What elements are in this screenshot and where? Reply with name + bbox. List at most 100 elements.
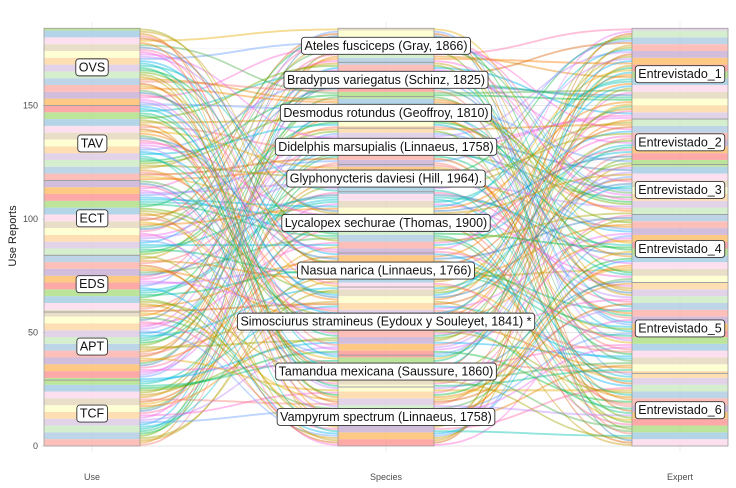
flow-species-expert [433,232,633,310]
stratum-label-box [236,312,536,331]
flow-use-species [139,155,339,433]
flow-species-expert [433,323,633,369]
flow-use-species [139,55,339,190]
flow-species-expert [433,55,633,292]
stratum-label: Lycalopex sechurae (Thomas, 1900) [281,213,491,232]
flow-species-expert [433,105,633,203]
stratum-band [338,337,434,344]
flow-species-expert [433,303,633,403]
flow-species-expert [433,94,633,101]
flow-use-species [139,132,339,378]
flow-species-expert [433,164,633,351]
flow-species-expert [433,87,633,294]
flow-use-species [139,287,339,337]
stratum-label-text: Entrevistado_4 [638,242,721,256]
flow-species-expert [433,182,633,299]
stratum-band [44,50,140,58]
flow-use-species [139,244,339,247]
flow-use-species [139,28,339,42]
stratum-band [632,350,728,358]
stratum-band [44,173,140,181]
stratum-band [44,262,140,269]
stratum-band [632,425,728,433]
stratum-label-box [634,319,726,338]
stratum-band [632,357,728,365]
stratum-band [44,371,140,378]
stratum-band [44,30,140,38]
flow-species-expert [433,178,633,299]
flow-use-species [139,185,339,385]
flow-species-expert [433,250,633,340]
stratum-label-box [279,103,493,122]
stratum-label: Entrevistado_5 [634,319,726,338]
flow-species-expert [433,135,633,244]
y-tick-label: 100 [23,214,38,224]
flow-use-species [139,312,339,401]
stratum-band [338,432,434,440]
flow-use-species [139,287,339,435]
stratum-band [338,439,434,446]
stratum-band [632,112,728,120]
flow-use-species [139,94,339,253]
flow-use-species [139,64,339,119]
flow-species-expert [433,66,633,115]
flow-use-species [139,303,339,312]
stratum-band [44,187,140,194]
flow-use-species [139,237,339,274]
flow-species-expert [433,325,633,410]
flow-use-species [139,157,339,176]
stratum-band [632,85,728,92]
stratum-label-box [76,404,108,423]
stratum-label-box [281,213,491,232]
flow-use-species [139,48,339,285]
flow-species-expert [433,405,633,417]
flow-use-species [139,280,339,310]
stratum-outline [631,372,729,447]
stratum-band [338,282,434,290]
flow-species-expert [433,85,633,97]
stratum-label-box [634,401,726,420]
stratum-label-text: Simosciurus stramineus (Eydoux y Souleye… [240,315,531,329]
flow-species-expert [433,232,633,249]
flow-species-expert [433,173,633,215]
stratum-label: Simosciurus stramineus (Eydoux y Souleye… [236,312,536,331]
flow-species-expert [433,41,633,192]
flow-use-species [139,94,339,163]
flow-use-species [139,339,339,349]
stratum-band [632,296,728,303]
stratum-label-box [634,133,726,152]
flow-use-species [139,30,339,287]
stratum-band [44,364,140,372]
flow-species-expert [433,82,633,258]
flow-species-expert [433,39,633,183]
stratum-label-box [634,240,726,258]
stratum-band [44,85,140,92]
flow-use-species [139,203,339,238]
stratum-label: Entrevistado_4 [634,240,726,258]
stratum-band [632,159,728,167]
stratum-band [338,200,434,208]
flow-use-species [139,114,339,396]
flow-species-expert [433,250,633,419]
flow-species-expert [433,307,633,390]
flow-use-species [139,341,339,381]
y-tick-label: 150 [23,100,38,110]
stratum-band [632,166,728,174]
flow-species-expert [433,103,633,224]
stratum-band [632,309,728,317]
stratum-band [632,234,728,242]
stratum-band [44,384,140,392]
stratum-band [632,28,728,31]
flow-species-expert [433,112,633,342]
stratum-label-text: Desmodus rotundus (Geoffroy, 1810) [283,106,488,120]
stratum-band [44,98,140,106]
flow-species-expert [433,60,633,201]
stratum-label: ECT [76,209,109,228]
stratum-band [44,439,140,446]
flow-use-species [139,112,339,337]
flow-species-expert [433,62,633,297]
flow-use-species [139,191,339,369]
stratum-band [632,228,728,235]
stratum-band [338,330,434,338]
